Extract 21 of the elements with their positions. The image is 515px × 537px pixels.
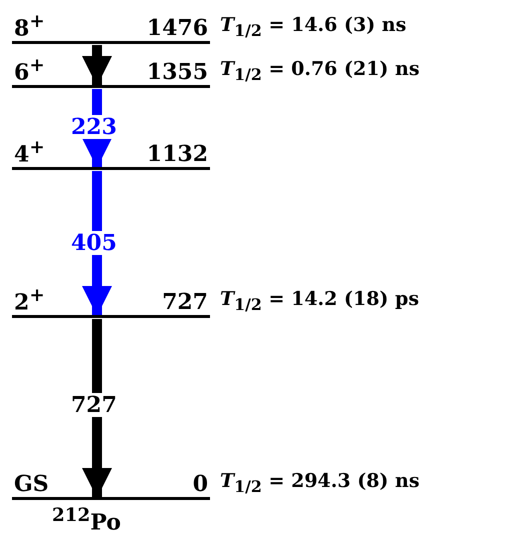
energy-label: 1476 [146, 15, 208, 41]
transition-arrow [82, 171, 112, 316]
energy-level [12, 14, 210, 44]
half-life-text: T$_{1/2}$ = 294.3 (8) ns [220, 470, 420, 496]
spin-label: 8$^{+}$ [14, 10, 45, 41]
transition-arrow [82, 319, 112, 498]
energy-level [12, 58, 210, 88]
spin-label: 2$^{+}$ [14, 284, 45, 315]
energy-level [12, 288, 210, 318]
spin-label: GS [14, 471, 49, 497]
energy-label: 0 [192, 471, 208, 497]
energy-label: 1132 [146, 141, 208, 167]
energy-label: 727 [162, 289, 208, 315]
spin-label: 4$^{+}$ [14, 136, 45, 167]
nucleus-label: $^{212}$Po [52, 505, 121, 536]
half-life-text: T$_{1/2}$ = 0.76 (21) ns [220, 58, 420, 84]
energy-label: 1355 [146, 59, 208, 85]
transition-arrow [82, 45, 112, 86]
half-life-text: T$_{1/2}$ = 14.6 (3) ns [220, 14, 406, 40]
half-life-text: T$_{1/2}$ = 14.2 (18) ps [220, 288, 420, 314]
spin-label: 6$^{+}$ [14, 54, 45, 85]
